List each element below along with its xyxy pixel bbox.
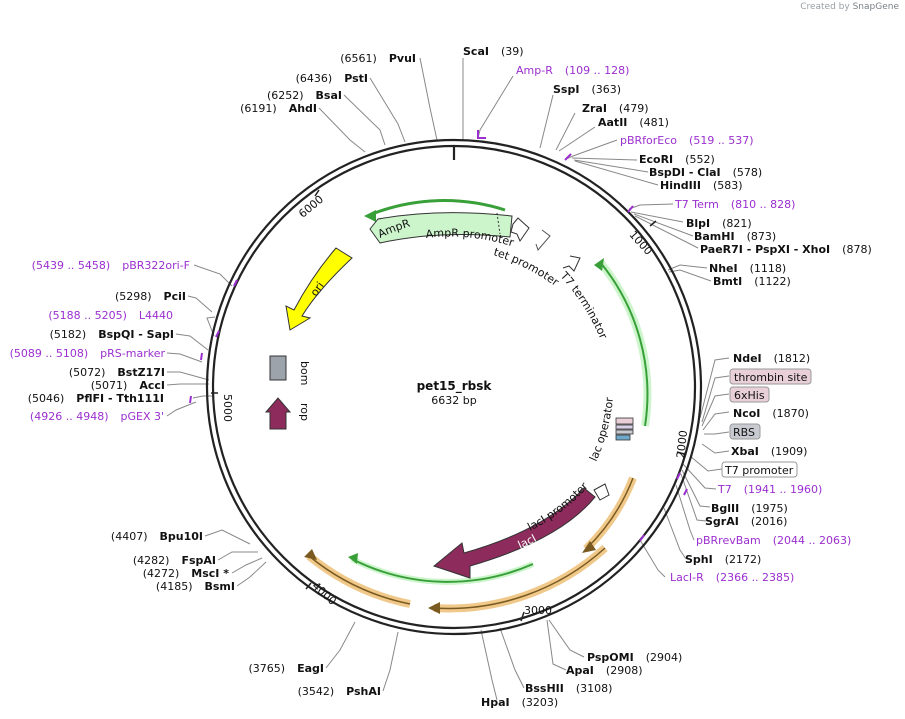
tet-promoter-arrow [535,229,551,251]
primer-l4440: (5188 .. 5205)L4440 [48,309,173,322]
enzyme-eagi: (3765)EagI [249,662,324,675]
enzyme-pcii: (5298)PciI [115,290,186,303]
plasmid-backbone [205,138,703,636]
enzyme-blpi: BlpI(821) [686,217,752,230]
enzyme-hindiii: HindIII(583) [660,179,743,192]
enzyme-scai: ScaI(39) [463,45,524,58]
enzyme-bsshii: BssHII(3108) [525,682,612,695]
enzyme-bamhi: BamHI(873) [694,230,776,243]
his6-box [729,386,770,403]
plasmid-length: 6632 bp [431,394,476,407]
primer-pbr322ori-f: (5439 .. 5458)pBR322ori-F [32,259,190,272]
enzyme-sgrai: SgrAI(2016) [705,515,787,528]
ampr-promoter-arrow [510,217,530,243]
enzyme-bpu10i: (4407)Bpu10I [111,530,203,543]
primer-laci-r: LacI-R(2366 .. 2385) [670,571,794,584]
ori-feature [285,247,353,331]
enzyme-aatii: AatII(481) [598,116,669,129]
tet-promoter-label: tet promoter [492,245,561,289]
scale-ticks [211,189,685,622]
tick-label-2000: 2000 [674,430,690,459]
enzyme-apai: ApaI(2908) [566,664,642,677]
enzyme-bmti: BmtI(1122) [713,275,791,288]
enzyme-nhei: NheI(1118) [709,262,786,275]
enzyme-xbai: XbaI(1909) [731,445,807,458]
rbs-box [729,423,761,440]
primer-markers [189,130,688,542]
primer-t7: T7(1941 .. 1960) [717,483,822,496]
enzyme-pvui: (6561)PvuI [340,52,416,65]
t7-terminator-label: T7 terminator [557,269,610,342]
feature-arrows [264,199,652,614]
enzyme-bglii: BglII(1975) [711,502,788,515]
enzyme-bsmi: (4185)BsmI [156,580,235,593]
tick-label-5000: 5000 [221,394,234,422]
lac-operator-label: lac operator [587,396,616,463]
primer-pgex3: (4926 .. 4948)pGEX 3' [30,410,164,423]
primer-pbrforeco: pBRforEco(519 .. 537) [620,134,754,147]
tick-label-3000: 3000 [524,604,552,617]
enzyme-zrai: ZraI(479) [582,102,649,115]
laci-promoter-arrow [593,483,610,501]
rop-label: rop [298,403,311,421]
enzyme-bspqi: (5182)BspQI - SapI [50,328,174,341]
enzyme-bsai: (6252)BsaI [267,89,342,102]
t7-terminator-marker [562,255,581,272]
plasmid-name: pet15_rbsk [417,379,493,394]
enzyme-bstz17i: (5072)BstZ17I [69,366,165,379]
primer-labels: Amp-R(109 .. 128) pBRforEco(519 .. 537) … [10,64,852,584]
laci-feature [432,487,596,579]
enzyme-ncoi: NcoI(1870) [733,407,809,420]
enzyme-ecori: EcoRI(552) [639,153,715,166]
orange-arrow-1 [583,476,637,552]
primer-prs-marker: (5089 .. 5108)pRS-marker [10,347,166,360]
thrombin-site-label: thrombin site [734,371,808,384]
snapgene-credit: Created by SnapGene [800,2,899,12]
enzyme-labels: ScaI(39) SspI(363) ZraI(479) AatII(481) … [28,45,872,709]
enzyme-fspai: (4282)FspAI [133,554,216,567]
enzyme-pshai: (3542)PshAI [298,685,381,698]
bom-feature [269,355,287,381]
enzyme-pspomi: PspOMI(2904) [587,651,682,664]
thrombin-site-box [729,368,812,385]
thrombin-block [615,417,634,425]
enzyme-pflfi: (5046)PflFI - Tth111I [28,392,164,405]
enzyme-paer7i: PaeR7I - PspXI - XhoI(878) [700,243,872,256]
enzyme-hpai: HpaI(3203) [481,696,558,709]
primer-t7-term: T7 Term(810 .. 828) [674,198,795,211]
enzyme-sphi: SphI(2172) [685,553,761,566]
rbs-label: RBS [733,426,755,439]
enzyme-acci: (5071)AccI [91,379,165,392]
enzyme-ndei: NdeI(1812) [733,352,810,365]
t7-promoter-label: T7 promoter [724,464,794,477]
his6-label: 6xHis [734,389,765,402]
bom-label: bom [298,361,311,385]
enzyme-bspdi: BspDI - ClaI(578) [649,166,762,179]
rop-feature [264,397,292,430]
enzyme-psti: (6436)PstI [296,72,368,85]
enzyme-sspi: SspI(363) [553,83,621,96]
primer-pbrrevbam: pBRrevBam(2044 .. 2063) [696,534,851,547]
upper-right-arrow [599,261,649,427]
leader-lines [166,57,730,701]
enzyme-ahdi: (6191)AhdI [240,102,317,115]
lac-operator-block [615,434,631,441]
ampr-outer-arrow [371,199,506,216]
t7-promoter-box [721,461,798,478]
tick-label-6000: 6000 [296,193,326,221]
ampr-feature [369,212,513,244]
enzyme-msci: (4272)MscI * [143,567,230,580]
primer-amp-r: Amp-R(109 .. 128) [516,64,629,77]
tick-label-1000: 1000 [626,228,654,258]
